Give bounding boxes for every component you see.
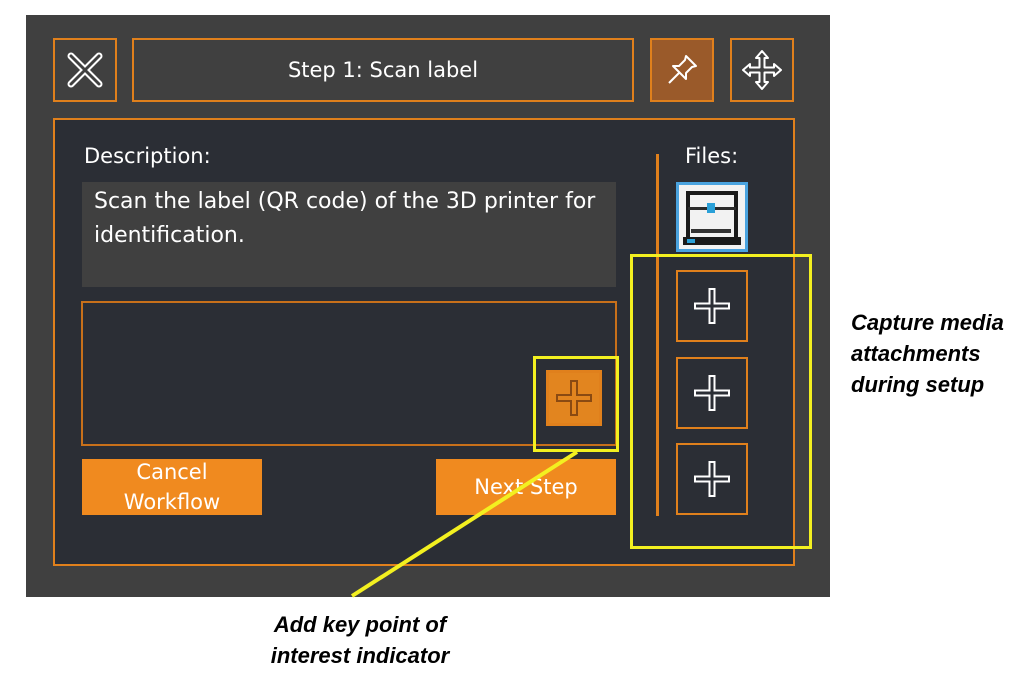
plus-icon (694, 461, 730, 497)
plus-icon (694, 288, 730, 324)
plus-icon (694, 375, 730, 411)
description-label: Description: (84, 144, 211, 168)
keypoint-area (81, 301, 617, 446)
add-keypoint-button[interactable] (546, 370, 602, 426)
keypoint-annotation: Add key point of interest indicator (270, 612, 450, 668)
plus-icon (556, 380, 592, 416)
printer-image-icon (679, 185, 745, 249)
close-x-icon (67, 52, 103, 88)
3d-printer-thumbnail[interactable] (676, 182, 748, 252)
add-media-button-1[interactable] (676, 270, 748, 342)
files-divider (656, 154, 659, 516)
pin-button[interactable] (650, 38, 714, 102)
add-media-button-3[interactable] (676, 443, 748, 515)
cancel-workflow-button[interactable]: Cancel Workflow (82, 459, 262, 515)
move-button[interactable] (730, 38, 794, 102)
step-title: Step 1: Scan label (132, 38, 634, 102)
media-highlight-box (630, 254, 812, 549)
close-button[interactable] (53, 38, 117, 102)
add-media-button-2[interactable] (676, 357, 748, 429)
move-arrows-icon (742, 50, 782, 90)
pin-icon (668, 55, 697, 84)
description-text: Scan the label (QR code) of the 3D print… (82, 182, 616, 287)
media-annotation: Capture media attachments during setup (851, 310, 1004, 397)
files-label: Files: (685, 144, 739, 168)
